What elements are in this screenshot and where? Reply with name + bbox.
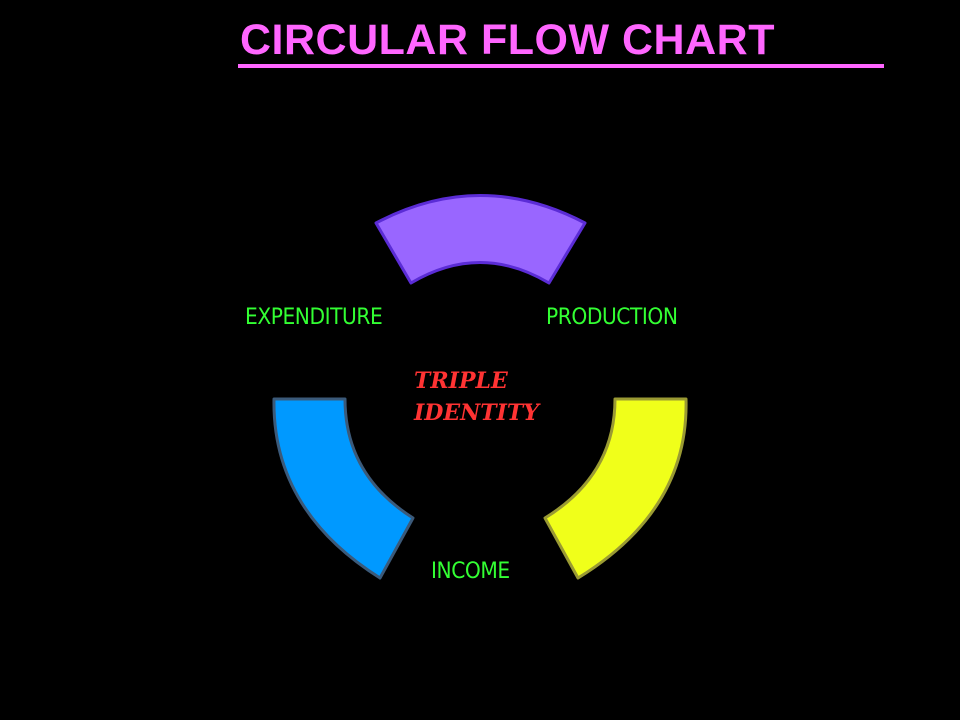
- segment-left: [272, 397, 415, 580]
- segment-top: [374, 194, 587, 285]
- label-production: PRODUCTION: [546, 305, 678, 330]
- center-label-line1: TRIPLE: [414, 368, 508, 394]
- label-income: INCOME: [431, 559, 510, 584]
- center-label-line2: IDENTITY: [414, 400, 539, 426]
- segment-right: [543, 397, 688, 580]
- label-expenditure: EXPENDITURE: [245, 305, 383, 330]
- page-title: CIRCULAR FLOW CHART: [240, 16, 775, 64]
- title-underline: [238, 64, 884, 68]
- center-label: TRIPLE IDENTITY: [414, 365, 539, 429]
